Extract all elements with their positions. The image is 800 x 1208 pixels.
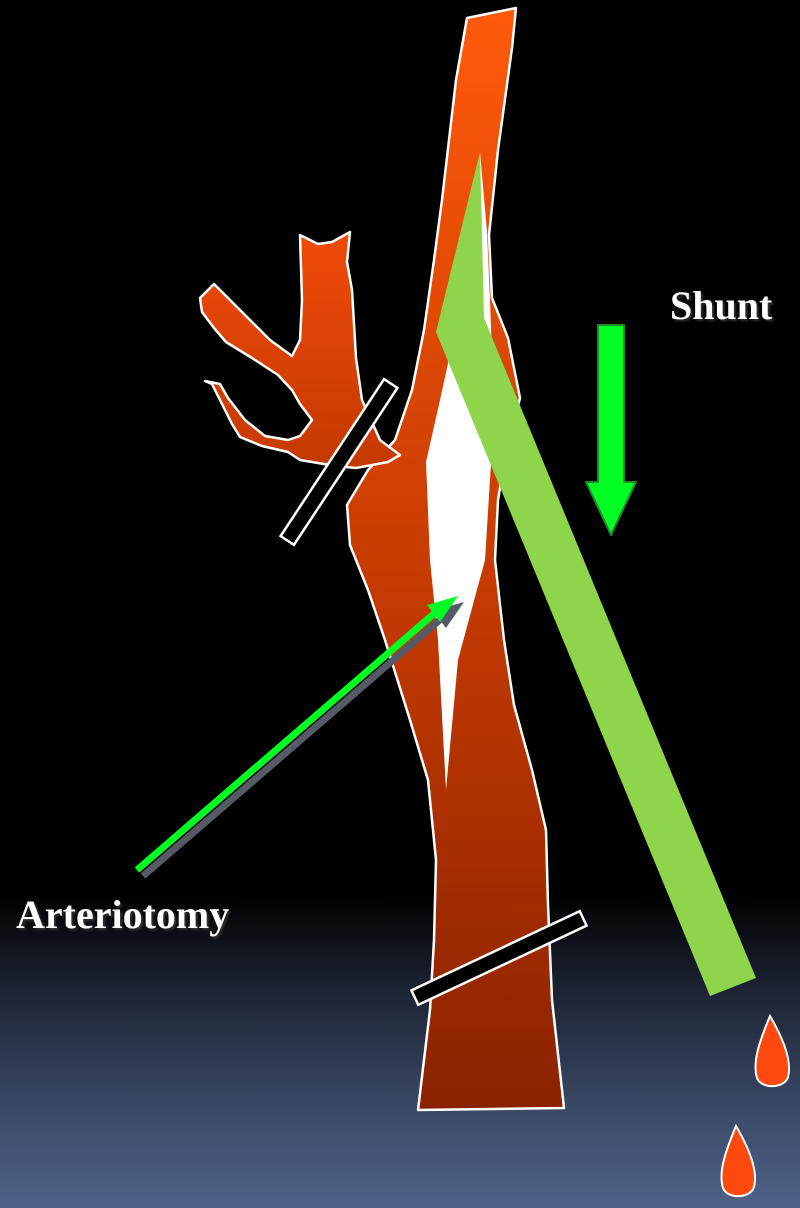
shunt-label: Shunt	[670, 282, 772, 329]
shunt-arrow	[586, 325, 636, 535]
artery-external-branch	[200, 232, 400, 468]
blood-drop	[755, 1016, 789, 1086]
arteriotomy-label: Arteriotomy	[16, 891, 229, 938]
blood-drop	[721, 1126, 755, 1196]
